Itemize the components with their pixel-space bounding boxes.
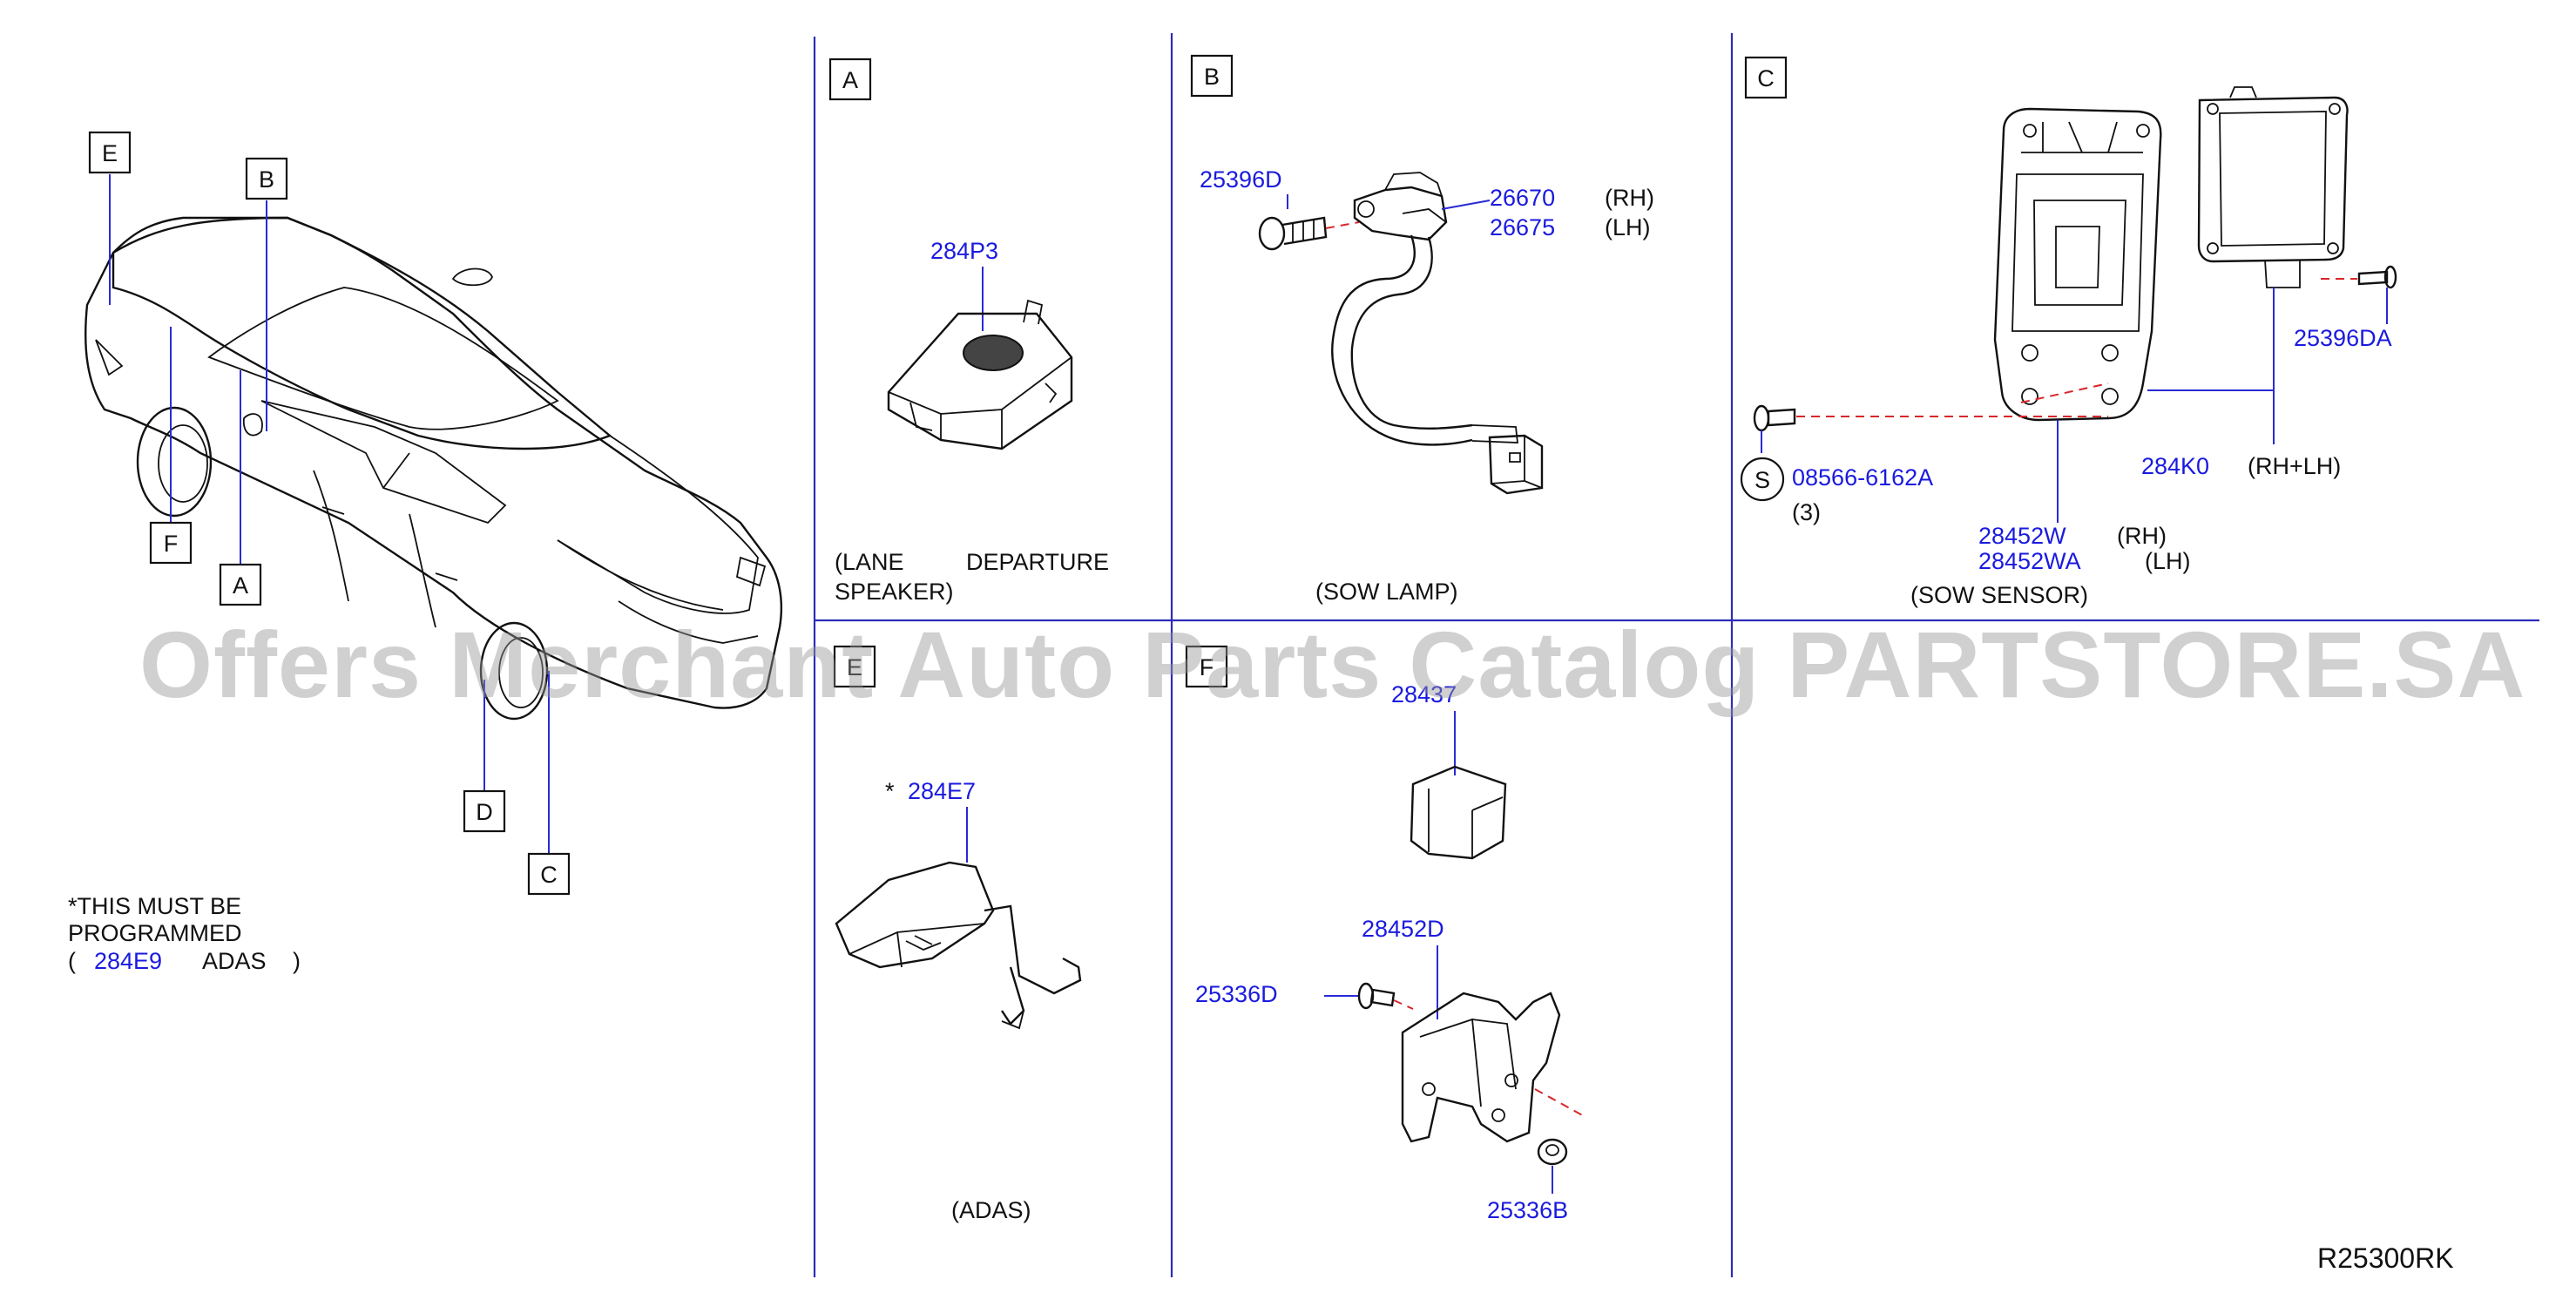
part-28452W[interactable]: 28452W (1978, 523, 2066, 549)
part-284P3[interactable]: 284P3 (930, 238, 998, 264)
bracket-lh: (LH) (2145, 548, 2191, 574)
note-adas: ADAS (202, 948, 267, 974)
callout-b[interactable]: B (259, 166, 274, 193)
part-284E9[interactable]: 284E9 (94, 948, 162, 974)
callout-c[interactable]: C (540, 862, 558, 888)
panel-e-caption: (ADAS) (951, 1197, 1031, 1223)
note-line2: PROGRAMMED (68, 920, 242, 946)
panel-b-lh: (LH) (1605, 214, 1651, 240)
panel-a-label: A (842, 67, 858, 93)
callout-e[interactable]: E (102, 140, 118, 166)
panel-a-caption-line1: (LANE (835, 549, 904, 575)
panel-c-caption: (SOW SENSOR) (1910, 582, 2088, 608)
part-28452WA[interactable]: 28452WA (1978, 548, 2081, 574)
star-mark: * (885, 778, 895, 804)
part-25396DA[interactable]: 25396DA (2294, 325, 2392, 351)
part-26670[interactable]: 26670 (1490, 185, 1555, 211)
part-28437[interactable]: 28437 (1391, 681, 1457, 707)
vehicle-overview (85, 174, 783, 854)
panel-e-label: E (847, 654, 862, 680)
panel-b: B 25396D 26670 (RH) 26675 (LH) (SOW LAMP… (1190, 54, 1654, 605)
callout-d[interactable]: D (476, 799, 493, 825)
part-284E7[interactable]: 284E7 (908, 778, 976, 804)
note-open-paren: ( (68, 948, 76, 974)
panel-e: E * 284E7 (ADAS) (833, 645, 1082, 1223)
note-line1: *THIS MUST BE (68, 893, 241, 919)
panel-b-rh: (RH) (1605, 185, 1654, 211)
part-25336B[interactable]: 25336B (1487, 1197, 1568, 1223)
programming-note: *THIS MUST BE PROGRAMMED ( 284E9 ADAS ) (68, 893, 301, 974)
callout-a[interactable]: A (233, 572, 248, 599)
panel-a: A 284P3 (LANE DEPARTURE SPEAKER) (828, 58, 1109, 605)
panel-f-label: F (1200, 654, 1214, 680)
part-284K0[interactable]: 284K0 (2141, 453, 2209, 479)
unit-side: (RH+LH) (2248, 453, 2341, 479)
part-25336D[interactable]: 25336D (1195, 981, 1278, 1007)
part-26675[interactable]: 26675 (1490, 214, 1555, 240)
panel-b-caption: (SOW LAMP) (1315, 579, 1458, 605)
panel-c: C 25396DA S 08566- (1740, 56, 2397, 608)
bracket-rh: (RH) (2117, 523, 2167, 549)
screw-symbol: S (1755, 467, 1770, 493)
vehicle-callouts: E B F A D C (88, 131, 571, 896)
part-25396D[interactable]: 25396D (1200, 166, 1282, 193)
callout-f[interactable]: F (164, 531, 179, 557)
screw-qty: (3) (1792, 499, 1821, 525)
panel-a-caption-line1b: DEPARTURE (966, 549, 1109, 575)
note-close-paren: ) (293, 948, 301, 974)
panel-b-label: B (1204, 64, 1220, 90)
panel-f: F 28437 28452D 25336D 25336B (1185, 645, 1586, 1223)
part-08566-6162A[interactable]: 08566-6162A (1792, 464, 1933, 491)
panel-dividers (813, 33, 2539, 1277)
panel-c-label: C (1757, 65, 1775, 91)
part-28452D[interactable]: 28452D (1362, 916, 1444, 942)
panel-a-caption-line2: SPEAKER) (835, 579, 954, 605)
watermark: Offers Merchant Auto Parts Catalog PARTS… (139, 612, 2525, 717)
diagram-code: R25300RK (2317, 1242, 2454, 1274)
